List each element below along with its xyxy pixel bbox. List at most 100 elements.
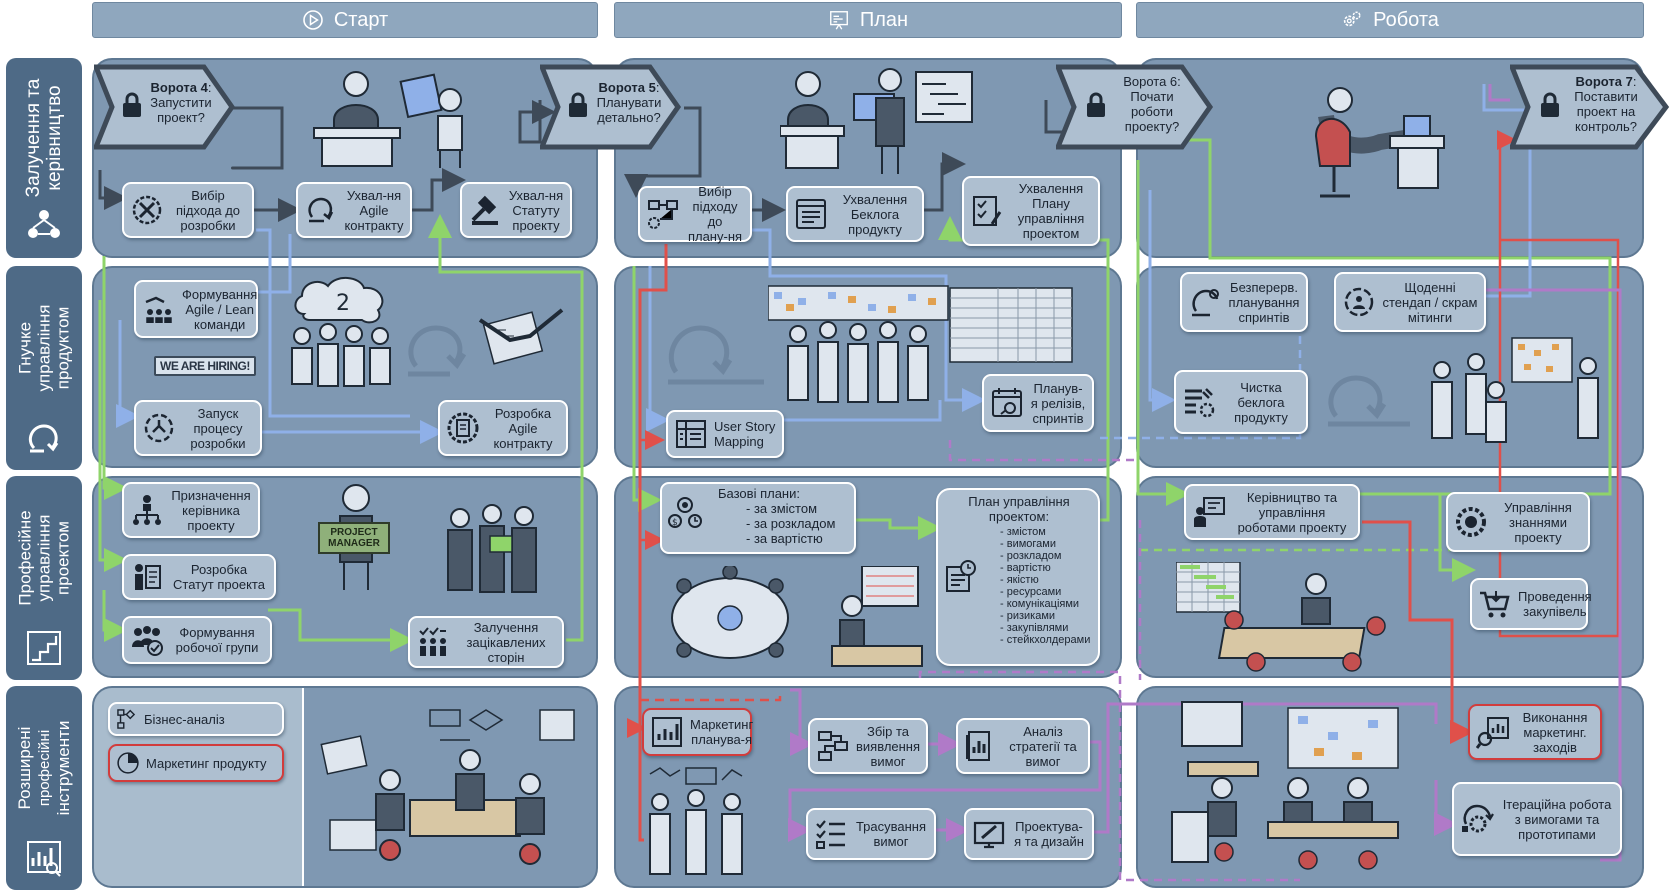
board-icon (828, 9, 850, 31)
base-plans-title: Базові плани: (718, 486, 800, 501)
cart-icon (1480, 591, 1510, 618)
pm-plan-item: - ризиками (1000, 610, 1056, 622)
box-pryznachennia[interactable]: Призначення керівника проекту (122, 482, 260, 538)
box-label: Ухвалення Плану управління проектом (1017, 181, 1085, 241)
box-zapusk-procesu[interactable]: Запуск процесу розробки (134, 400, 262, 456)
trace-list-icon (816, 820, 845, 849)
box-label: Ухвал-ня Статуту проекту (508, 187, 564, 233)
box-label: Вибір підхода до розробки (175, 187, 241, 233)
manager-desk-illustration (313, 71, 463, 168)
box-upravlinnia-znanniamy[interactable]: Управління знаннями проекту (1446, 492, 1590, 552)
pm-plan-item: - комунікаціями (1000, 598, 1080, 610)
box-label: Проектува-я та дизайн (1014, 819, 1084, 849)
box-biznes-analiz[interactable]: Бізнес-аналіз (108, 702, 284, 736)
gate-title: Ворота 5 (598, 80, 656, 95)
box-bezperervne[interactable]: Безперерв. планування спринтів (1180, 272, 1308, 332)
box-base-plans[interactable]: $ (660, 482, 856, 554)
box-analiz-stratehii[interactable]: Аналіз стратегії та вимог (956, 718, 1090, 774)
box-pm-plan[interactable] (936, 488, 1100, 666)
box-chystka[interactable]: Чистка беклога продукту (1174, 370, 1308, 434)
box-shchodenni[interactable]: Щоденні стендап / скрам мітинги (1334, 272, 1486, 332)
lock-icon (569, 92, 587, 117)
calendar-release-icon (992, 388, 1022, 417)
pie-chart-icon (117, 752, 139, 774)
flowchart-icon (117, 709, 136, 729)
box-uhval-statutu[interactable]: Ухвал-ня Статуту проекту (460, 182, 572, 238)
base-plan-item: - за вартістю (746, 531, 823, 546)
pm-plan-item: - якістю (1000, 574, 1039, 586)
people-network-icon (28, 210, 60, 238)
box-iteratsiina[interactable]: Ітераційна робота з вимогами та прототип… (1452, 782, 1622, 856)
box-vykonannia[interactable]: Виконання маркетинг. заходів (1468, 704, 1602, 760)
box-proektuvannia[interactable]: Проектува-я та дизайн (964, 808, 1094, 860)
box-marketynh-produktu[interactable]: Маркетинг продукту (108, 744, 284, 782)
column-header-plan: План (614, 2, 1122, 38)
column-header-start: Старт (92, 2, 598, 38)
box-formuvannia-agile[interactable]: Формування Agile / Lean команди (134, 280, 258, 338)
box-marketynh-planuv[interactable]: Маркетинг планува-я (642, 708, 753, 756)
team-cloud-illustration: 2 (291, 277, 391, 387)
box-provedennia[interactable]: Проведення закупівель (1470, 578, 1592, 630)
base-plans-text: Базові плани: - за змістом - за розкладо… (664, 486, 854, 546)
planning-desk-illustration (780, 68, 973, 174)
column-label: Старт (333, 8, 389, 31)
gate-4[interactable]: Ворота 4:Запустити проект? (94, 64, 236, 150)
gate-7[interactable]: Ворота 7:Поставити проект на контроль? (1510, 64, 1670, 150)
box-label: User Story Mapping (714, 419, 776, 449)
box-kerivnytstvo[interactable]: Керівництво та управління роботами проек… (1184, 484, 1360, 540)
box-zbir-vymoh[interactable]: Збір та виявлення вимог (808, 718, 928, 774)
analytics-icon (27, 841, 61, 877)
box-user-story[interactable]: User Story Mapping (666, 410, 784, 458)
box-zaluchennia[interactable]: Залучення зацікавлених сторін (408, 616, 564, 668)
agile-loop-watermark (668, 325, 764, 385)
backlog-icon (796, 199, 826, 229)
agile-loop-watermark (408, 325, 467, 377)
box-label: Керівництво та управління роботами проек… (1237, 489, 1347, 535)
agile-loop-icon (308, 197, 334, 223)
box-rozrobka-statut[interactable]: Розробка Статут проекта (122, 554, 276, 600)
target-money-clock-icon: $ (668, 497, 702, 528)
gate-chevron (1510, 64, 1670, 150)
box-vybir-planu[interactable]: Вибір підходу до плану-ня (638, 184, 752, 244)
box-label: Вибір підходу до плану-ня (687, 184, 743, 244)
gate-question: Поставити проект на контроль? (1574, 89, 1638, 134)
box-label: Безперерв. планування спринтів (1228, 279, 1300, 325)
tools-icon (132, 195, 162, 225)
base-plan-item: - за змістом (746, 501, 818, 516)
team-at-board-illustration (1431, 337, 1599, 443)
column-label: Робота (1373, 8, 1439, 31)
box-label: Формування робочої групи (175, 625, 259, 655)
gate-5[interactable]: Ворота 5:Планувати детально? (540, 64, 682, 150)
gate-6[interactable]: Ворота 6:Почати роботи проекту? (1056, 64, 1214, 150)
box-formuvannia-grupy[interactable]: Формування робочої групи (122, 616, 272, 664)
box-trasuvannia[interactable]: Трасування вимог (806, 808, 936, 860)
gate-question: Запустити проект? (150, 95, 212, 125)
box-label: Запуск процесу розробки (190, 405, 246, 451)
box-label: Маркетинг продукту (146, 755, 267, 771)
gate-question: Почати роботи проекту? (1124, 89, 1180, 134)
svg-text:$: $ (672, 518, 678, 528)
box-label: Бізнес-аналіз (144, 711, 225, 727)
box-label: Проведення закупівель (1518, 589, 1592, 619)
plan-clock-icon (946, 560, 976, 592)
pm-plan-item: - ресурсами (1000, 586, 1062, 598)
box-label: Розробка Agile контракту (493, 405, 553, 451)
box-uhval-planu[interactable]: Ухвалення Плану управління проектом (962, 176, 1100, 246)
lock-icon (123, 92, 141, 117)
box-uhval-beklogu[interactable]: Ухвалення Беклога продукту (786, 186, 924, 242)
play-circle-icon (302, 9, 324, 31)
scrum-board-illustration (768, 285, 1073, 403)
box-uhval-agile[interactable]: Ухвал-ня Agile контракту (296, 182, 412, 238)
contract-gear-icon (447, 412, 479, 444)
box-rozrobka-agile[interactable]: Розробка Agile контракту (438, 400, 568, 456)
story-map-icon (676, 420, 706, 448)
box-label: Ітераційна робота з вимогами та прототип… (1502, 796, 1612, 842)
hiring-sign: WE ARE HIRING! (154, 356, 256, 376)
box-label: Ухвал-ня Agile контракту (344, 187, 404, 233)
box-planuvannia-reliziv[interactable]: Планув-я релізів, спринтів (982, 374, 1094, 432)
gate-chevron (1056, 64, 1214, 150)
box-vybir-rozrobky[interactable]: Вибір підхода до розробки (122, 182, 254, 238)
